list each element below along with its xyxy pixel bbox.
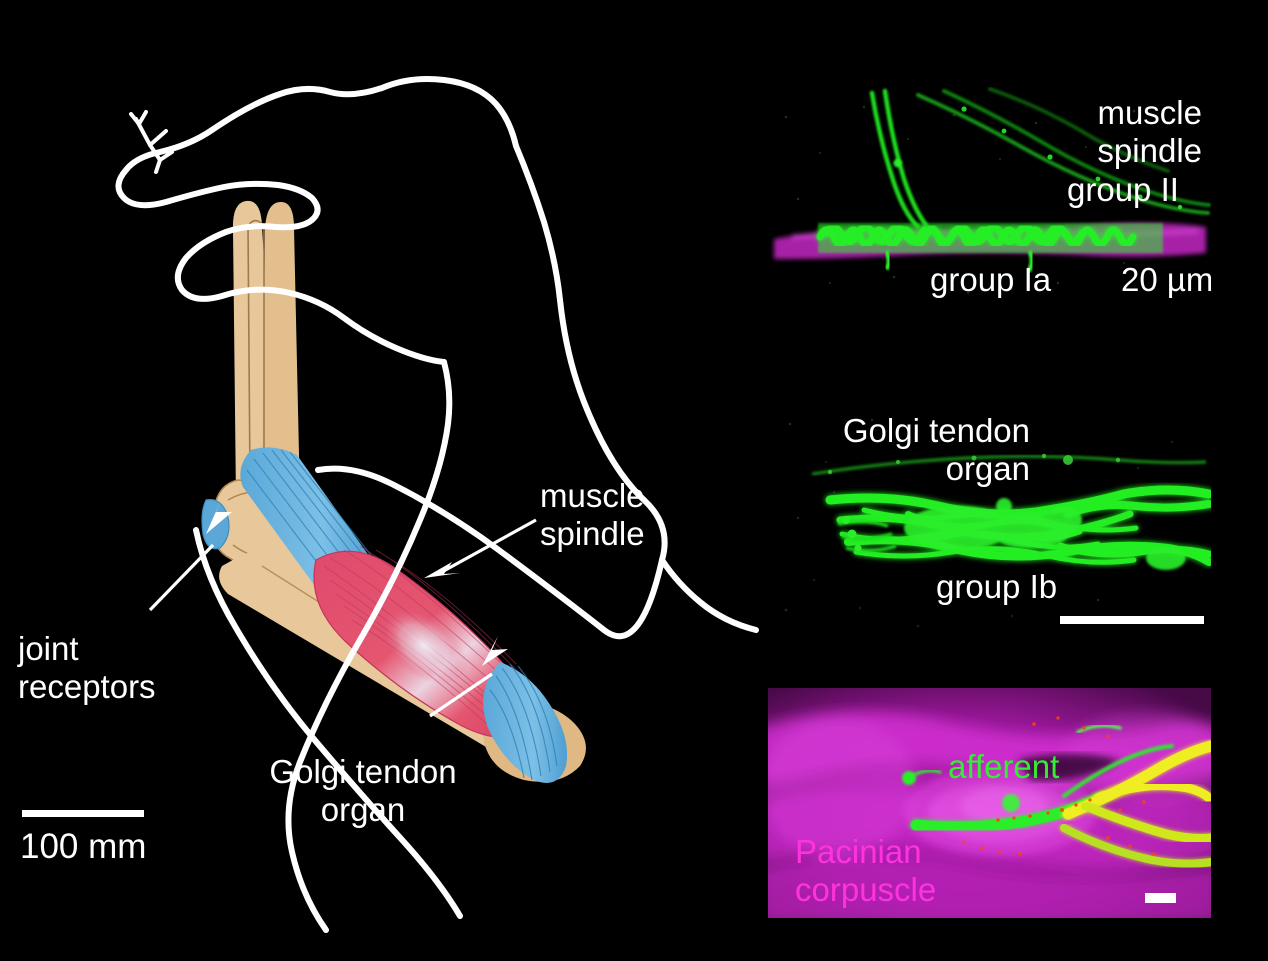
panel2-group-Ib-label: group Ib	[936, 568, 1058, 605]
panel1-group-II-label: group II	[1067, 171, 1179, 208]
leader-muscle-spindle	[439, 518, 537, 575]
tendon-distal-body	[483, 662, 568, 783]
group-II-varicosities	[961, 106, 1183, 210]
leader-golgi	[429, 672, 493, 718]
tendon-distal	[483, 662, 568, 783]
leader-lines	[148, 518, 537, 718]
group-Ib-dense-core	[904, 498, 1186, 570]
arrowhead-muscle-spindle	[424, 562, 460, 578]
panel3-pacinian-label: Pacinian corpuscle	[795, 833, 937, 908]
arrowhead-golgi	[482, 636, 508, 666]
label-golgi-line1: Golgi tendon	[269, 753, 457, 790]
scale-bar-panel3	[1145, 893, 1176, 903]
bone-ulna	[262, 201, 300, 500]
group-Ia-parent-axon	[869, 88, 929, 230]
nerve-ending-glyph	[129, 110, 174, 174]
panel2-title: Golgi tendon organ	[842, 412, 1030, 487]
label-muscle-spindle-line2: spindle	[540, 515, 645, 552]
Ia-branch-down	[883, 249, 892, 271]
label-muscle-spindle-line1: muscle	[540, 477, 645, 514]
dim-collateral-varicosities	[827, 453, 1121, 475]
scale-bar-diagram-label: 100 mm	[20, 827, 147, 866]
background-noise	[784, 105, 1182, 294]
golgi-tendon-organ-micrograph	[768, 402, 1211, 640]
scale-bar-panel2	[1060, 616, 1204, 624]
label-golgi-line2: organ	[320, 791, 406, 828]
background-noise	[784, 418, 1173, 628]
muscle-spindle-micrograph	[768, 87, 1211, 309]
dim-collateral-axon	[811, 454, 1207, 476]
golgi-tendon-organ-panel: Golgi tendon organ group Ib	[768, 402, 1211, 640]
muscle-spindle-panel: muscle spindle group II group Ia 20 µm	[768, 87, 1211, 309]
Ia-branch-down-2	[1026, 250, 1035, 273]
arrowhead-joint-receptors	[206, 498, 232, 534]
group-Ib-proximal-strands	[837, 519, 897, 553]
dark-gap-region	[1018, 754, 1120, 781]
bone-midline	[247, 219, 265, 481]
label-joint-receptors-line1: joint	[18, 630, 79, 667]
arm-diagram-svg	[115, 76, 759, 933]
pacinian-corpuscle-micrograph	[768, 688, 1211, 918]
tendon-distal-fibers	[489, 663, 558, 781]
arm-skin-outline	[115, 76, 759, 933]
group-Ib-left-boutons	[842, 516, 862, 552]
afferent-fibers	[902, 724, 1211, 868]
leader-joint-receptors	[148, 543, 215, 612]
group-Ia-core-band	[818, 223, 1163, 253]
label-joint-receptors-line2: receptors	[18, 668, 156, 705]
red-channel-speckle	[962, 716, 1156, 856]
panel1-group-Ia-label: group Ia	[930, 261, 1052, 298]
pacinian-corpuscle-panel: afferent Pacinian corpuscle	[768, 688, 1211, 918]
panel3-afferent-label: afferent	[948, 748, 1060, 785]
panel1-title: muscle spindle	[1097, 94, 1202, 169]
panel1-scale-label: 20 µm	[1121, 261, 1211, 298]
muscle-spindle-marker	[380, 607, 468, 685]
group-II-axons	[916, 87, 1211, 215]
leader-arrowheads	[206, 498, 508, 666]
scale-bar-diagram	[22, 810, 144, 817]
